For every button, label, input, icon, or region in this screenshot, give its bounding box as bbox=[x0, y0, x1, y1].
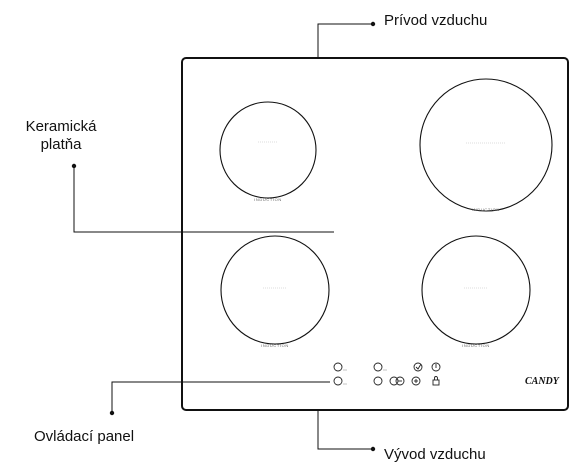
zone-button-4[interactable] bbox=[373, 376, 383, 386]
plus-icon[interactable] bbox=[411, 376, 421, 386]
control-panel bbox=[333, 362, 441, 386]
control-panel-label: Ovládací panel bbox=[34, 428, 135, 445]
air-intake-label: Prívod vzduchu bbox=[384, 12, 488, 29]
zone-button-2[interactable] bbox=[333, 376, 343, 386]
cooking-zone-bottom-left: INDUCTION bbox=[220, 235, 330, 348]
hob-outline bbox=[181, 57, 569, 411]
cooking-zone-bottom-right: INDUCTION bbox=[421, 235, 531, 348]
air-outlet-leader bbox=[317, 410, 373, 450]
minus-icon[interactable] bbox=[395, 376, 405, 386]
power-icon[interactable] bbox=[431, 362, 441, 372]
zone-label: INDUCTION bbox=[472, 207, 500, 212]
zone-label: INDUCTION bbox=[254, 197, 282, 202]
zone-label: INDUCTION bbox=[462, 343, 490, 348]
ceramic-plate-leader bbox=[73, 166, 334, 233]
zone-label: INDUCTION bbox=[261, 343, 289, 348]
brand-logo: CANDY bbox=[525, 376, 560, 387]
timer-icon[interactable] bbox=[413, 362, 423, 372]
control-panel-leader bbox=[111, 381, 330, 413]
ceramic-plate-label: Keramická platňa bbox=[8, 118, 114, 154]
cooking-zone-top-right: INDUCTION bbox=[419, 78, 553, 212]
lock-icon[interactable] bbox=[432, 376, 440, 386]
air-outlet-label: Vývod vzduchu bbox=[384, 446, 486, 463]
leader-lines bbox=[71, 21, 376, 452]
air-intake-leader bbox=[317, 23, 373, 58]
zone-button-3[interactable] bbox=[373, 362, 383, 372]
zone-button-1[interactable] bbox=[333, 362, 343, 372]
ceramic-plate-label-line2: platňa bbox=[40, 136, 82, 153]
ceramic-plate-label-line1: Keramická bbox=[25, 118, 97, 135]
cooking-zone-top-left: INDUCTION bbox=[219, 101, 317, 202]
